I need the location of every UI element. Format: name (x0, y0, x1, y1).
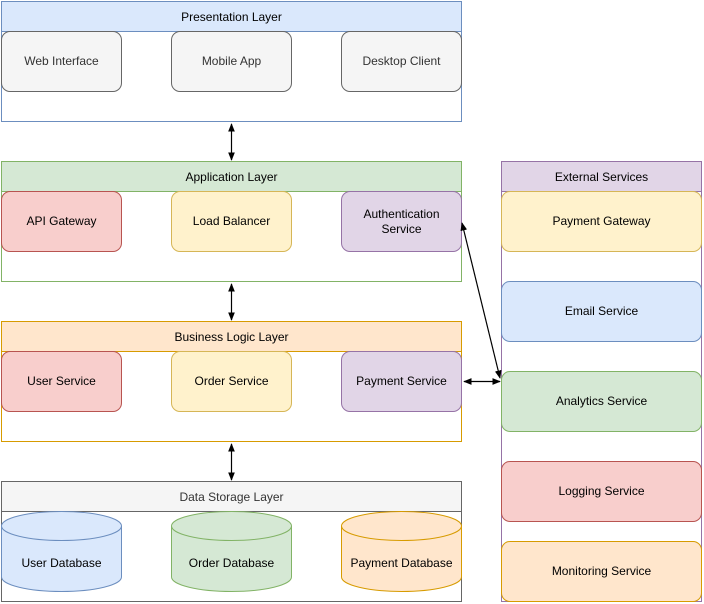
auth-external-arrow (460, 222, 502, 379)
application-layer-title: Application Layer (1, 161, 462, 192)
database-icon (341, 511, 462, 592)
presentation-layer-title: Presentation Layer (1, 1, 462, 32)
mobile-app-node[interactable]: Mobile App (171, 31, 292, 92)
data-storage-layer-title: Data Storage Layer (1, 481, 462, 512)
monitoring-service-node[interactable]: Monitoring Service (501, 541, 702, 602)
user-database-node[interactable]: User Database (1, 511, 122, 592)
user-service-node[interactable]: User Service (1, 351, 122, 412)
order-database-label: Order Database (188, 556, 275, 570)
api-gateway-node[interactable]: API Gateway (1, 191, 122, 252)
analytics-service-node[interactable]: Analytics Service (501, 371, 702, 432)
email-service-node[interactable]: Email Service (501, 281, 702, 342)
database-icon (1, 511, 122, 592)
user-database-label: User Database (21, 556, 102, 570)
payment-gateway-node[interactable]: Payment Gateway (501, 191, 702, 252)
external-services-title: External Services (501, 161, 702, 192)
database-icon (171, 511, 292, 592)
payment-database-node[interactable]: Payment Database (341, 511, 462, 592)
web-interface-node[interactable]: Web Interface (1, 31, 122, 92)
load-balancer-node[interactable]: Load Balancer (171, 191, 292, 252)
payment-database-label: Payment Database (350, 556, 453, 570)
payment-service-node[interactable]: Payment Service (341, 351, 462, 412)
order-database-node[interactable]: Order Database (171, 511, 292, 592)
authentication-service-node[interactable]: Authentication Service (341, 191, 462, 252)
business-logic-layer-title: Business Logic Layer (1, 321, 462, 352)
desktop-client-node[interactable]: Desktop Client (341, 31, 462, 92)
logging-service-node[interactable]: Logging Service (501, 461, 702, 522)
order-service-node[interactable]: Order Service (171, 351, 292, 412)
